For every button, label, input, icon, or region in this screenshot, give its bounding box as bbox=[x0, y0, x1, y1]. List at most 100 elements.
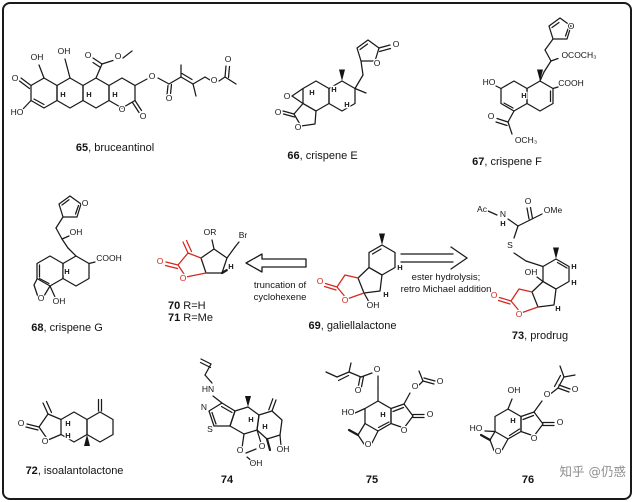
atom-label: O bbox=[568, 21, 575, 31]
atom-label: OCOCH₃ bbox=[561, 50, 596, 60]
atom-label: OH bbox=[508, 385, 521, 395]
atom-label: O bbox=[12, 73, 19, 83]
truncation-arrow-icon bbox=[245, 253, 307, 273]
atom-label: H bbox=[510, 416, 515, 425]
compound-number: 74 bbox=[220, 474, 234, 486]
atom-label: H bbox=[262, 422, 267, 431]
compound-name: , bruceantinol bbox=[88, 142, 155, 154]
atom-label: O bbox=[284, 91, 291, 101]
atom-label: H bbox=[500, 219, 505, 228]
atom-label: O bbox=[374, 364, 381, 374]
compound-75-label: 75 bbox=[342, 474, 402, 486]
structure-65-bruceantinol: O HO OH OH O O O O O O O O H H H bbox=[9, 45, 237, 122]
atom-label: O bbox=[82, 198, 89, 208]
atom-label: O bbox=[412, 381, 419, 391]
atom-label: S bbox=[507, 240, 513, 250]
compound-number: 71 bbox=[168, 312, 181, 324]
atom-label: O bbox=[259, 441, 266, 451]
caption-line: ester hydrolysis; bbox=[411, 272, 481, 283]
atom-label: HO bbox=[483, 77, 496, 87]
atom-label: O bbox=[495, 446, 502, 456]
wedge-bonds bbox=[553, 247, 559, 259]
atom-label: OH bbox=[525, 267, 538, 277]
atom-label: O bbox=[237, 445, 244, 455]
open-arrow-shape bbox=[245, 253, 307, 273]
atom-label: O bbox=[516, 309, 523, 319]
atom-label: S bbox=[207, 424, 213, 434]
structure-67-crispene-f: O OCOCH₃ HO COOH O OCH₃ H bbox=[481, 17, 598, 146]
atom-label: O bbox=[225, 54, 232, 64]
bonds bbox=[33, 195, 96, 298]
atom-label: H bbox=[248, 415, 253, 424]
compound-name: , prodrug bbox=[524, 330, 569, 342]
atom-label: H bbox=[331, 85, 336, 94]
compound-73-label: 73, prodrug bbox=[480, 330, 600, 342]
compound-67-label: 67, crispene F bbox=[427, 156, 587, 168]
atom-label: N bbox=[201, 402, 207, 412]
wedge-bonds bbox=[339, 69, 345, 81]
compound-number: 68 bbox=[31, 322, 44, 334]
atom-label: O bbox=[275, 107, 282, 117]
atom-label: HO bbox=[342, 407, 355, 417]
atom-label: O bbox=[140, 111, 147, 121]
atom-label: OCH₃ bbox=[515, 135, 537, 145]
atom-label: H bbox=[571, 262, 576, 271]
atom-label: H bbox=[555, 304, 560, 313]
atom-label: HN bbox=[202, 384, 214, 394]
atom-label: O bbox=[557, 417, 564, 427]
atom-label: O bbox=[211, 75, 218, 85]
caption-line: cyclohexene bbox=[253, 291, 307, 303]
structure-70-71: O O OR Br H bbox=[155, 226, 248, 284]
atom-label: H bbox=[60, 90, 65, 99]
atom-label: O bbox=[427, 409, 434, 419]
compound-number: 65 bbox=[75, 142, 89, 154]
retro-arrow-lines bbox=[400, 246, 468, 270]
compound-72-label: 72, isoalantolactone bbox=[2, 465, 147, 477]
bonds bbox=[325, 362, 436, 445]
atom-label: COOH bbox=[558, 78, 584, 88]
highlighted-lactone-bonds bbox=[497, 288, 539, 314]
atom-label: O bbox=[85, 50, 92, 60]
atom-label: O bbox=[149, 71, 156, 81]
atom-label: O bbox=[295, 122, 302, 132]
truncation-arrow-caption: truncation of cyclohexene bbox=[234, 280, 326, 304]
compound-name: , crispene G bbox=[43, 322, 103, 334]
atom-label: O bbox=[42, 436, 49, 446]
atom-label: O bbox=[38, 293, 45, 303]
compound-name: , crispene E bbox=[299, 150, 358, 162]
atom-label: O bbox=[342, 295, 349, 305]
wedge-bonds bbox=[245, 396, 251, 407]
compound-name: , galiellalactone bbox=[320, 320, 397, 332]
atom-label: O bbox=[157, 256, 164, 266]
wedge-bonds bbox=[379, 233, 385, 245]
atom-label: O bbox=[491, 290, 498, 300]
structure-69-galiellalactone: O O OH H H bbox=[315, 233, 404, 311]
atom-label: H bbox=[112, 90, 117, 99]
atom-label: H bbox=[65, 431, 70, 440]
bonds bbox=[18, 50, 237, 114]
atom-label: O bbox=[374, 58, 381, 68]
atom-label: HO bbox=[11, 107, 24, 117]
wedge-bonds bbox=[537, 69, 543, 81]
atom-label: OH bbox=[250, 458, 263, 468]
compound-number: 67 bbox=[472, 156, 485, 168]
atom-label: OH bbox=[53, 296, 66, 306]
atom-label: O bbox=[544, 389, 551, 399]
compound-70-71-label: 70 R=H 71 R=Me bbox=[146, 300, 256, 324]
bonds bbox=[495, 17, 572, 135]
atom-label: N bbox=[500, 209, 506, 219]
atom-label: H bbox=[228, 262, 233, 271]
wedge-bonds bbox=[84, 434, 90, 446]
variant-line: 71 R=Me bbox=[168, 312, 256, 324]
caption-line: retro Michael addition bbox=[400, 283, 492, 295]
compound-66-label: 66, crispene E bbox=[250, 150, 395, 162]
atom-label: OH bbox=[277, 444, 290, 454]
atom-label: H bbox=[380, 410, 385, 419]
atom-label: H bbox=[86, 90, 91, 99]
compound-number: 76 bbox=[521, 474, 535, 486]
atom-label: Br bbox=[239, 230, 248, 240]
structure-72-isoalantolactone: O O H H bbox=[16, 398, 114, 447]
atom-label: O bbox=[488, 111, 495, 121]
compound-name: , crispene F bbox=[484, 156, 542, 168]
